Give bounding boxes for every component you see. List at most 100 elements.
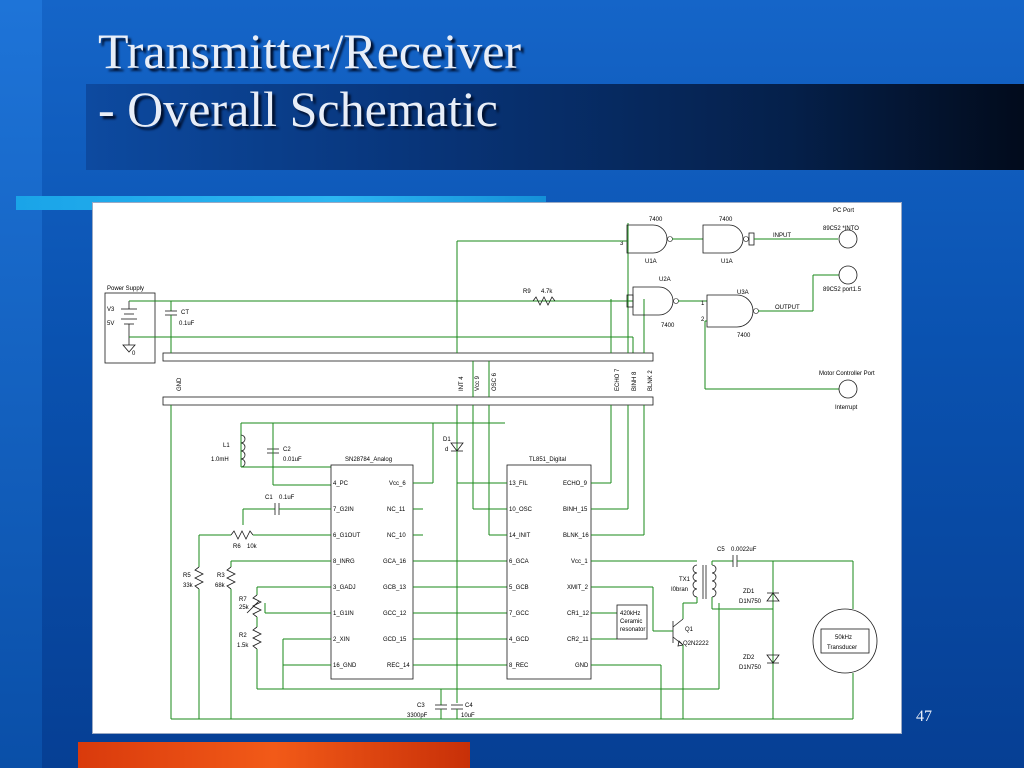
r9-value: 4.7k — [541, 289, 553, 295]
output-label: OUTPUT — [775, 305, 800, 311]
signal-bus: GND INT 4 Vcc 9 OSC 6 ECHO 7 BINH 8 BLNK… — [162, 337, 654, 406]
gate-ref: U1A — [721, 259, 733, 265]
pin-label: 3_GADJ — [333, 585, 356, 591]
pin-label: XMIT_2 — [567, 585, 589, 591]
schematic-diagram: Power Supply V3 5V 0 CT 0.1uF GND INT 4 … — [92, 202, 902, 734]
zd2-zener: ZD2 D1N750 — [739, 654, 780, 671]
pin-number: 3 — [620, 241, 624, 247]
c4-capacitor: C4 10uF — [451, 703, 475, 719]
pin-label: 4_GCD — [509, 637, 530, 643]
input-label: INPUT — [773, 233, 791, 239]
pin-label: NC_11 — [387, 507, 406, 513]
r9-ref: R9 — [523, 289, 531, 295]
zd2-ref: ZD2 — [743, 655, 755, 661]
r9-resistor: R9 4.7k — [523, 289, 556, 306]
pin-label: REC_14 — [387, 663, 410, 669]
title-line-2: - Overall Schematic — [98, 81, 498, 137]
bus-label-blnk2: BLNK 2 — [648, 370, 654, 391]
slide-title: Transmitter/Receiver - Overall Schematic — [98, 22, 521, 138]
page-number: 47 — [916, 708, 932, 725]
motor-port-label: Motor Controller Port — [819, 371, 875, 377]
pc-port-terminal-1 — [838, 229, 858, 249]
c1-value: 0.1uF — [279, 495, 295, 501]
r2-value: 1.5k — [237, 643, 249, 649]
bus-label-int4: INT 4 — [459, 376, 465, 391]
pc-port-label: PC Port — [833, 208, 854, 214]
bus-label-binh8: BINH 8 — [632, 371, 638, 391]
c1-ref: C1 — [265, 495, 273, 501]
zd1-ref: ZD1 — [743, 589, 755, 595]
pin-label: NC_10 — [387, 533, 406, 539]
pin-label: Vcc_6 — [389, 481, 406, 487]
d1-ref: D1 — [443, 437, 451, 443]
c5-capacitor: C5 0.0022uF — [712, 547, 853, 567]
tx1-transformer: TX1 I0bran — [661, 560, 717, 599]
pin-label: 6_GCA — [509, 559, 529, 565]
gate-type: 7400 — [719, 217, 733, 223]
gate-ref: U1A — [645, 259, 657, 265]
bus-label-osc6: OSC 6 — [492, 372, 498, 391]
c4-value: 10uF — [461, 713, 475, 719]
transducer-line2: Transducer — [827, 645, 857, 651]
pin-label: ECHO_9 — [563, 481, 588, 487]
pin-number: 1 — [701, 301, 705, 307]
tx1-value: I0bran — [671, 587, 688, 593]
tx1-ref: TX1 — [679, 577, 691, 583]
r3-value: 68k — [215, 583, 226, 589]
zd1-value: D1N750 — [739, 599, 762, 605]
v3-ref: V3 — [107, 307, 115, 313]
gnd-label: 0 — [132, 351, 136, 357]
motor-port-terminal — [838, 379, 858, 399]
gate-u3a: U3A 7400 1 2 — [701, 290, 759, 339]
r7-value: 25k — [239, 605, 250, 611]
r7-ref: R7 — [239, 597, 247, 603]
title-line-1: Transmitter/Receiver — [98, 23, 522, 79]
v3-value: 5V — [107, 321, 114, 327]
pin-label: 1_G1IN — [333, 611, 354, 617]
pin-label: CR2_11 — [567, 637, 589, 643]
pc-port-pin2: 89C52 port1.5 — [823, 287, 862, 293]
l1-value: 1.0mH — [211, 457, 229, 463]
pc-port-terminal-2 — [838, 265, 858, 285]
schematic-svg: Power Supply V3 5V 0 CT 0.1uF GND INT 4 … — [104, 208, 878, 720]
pin-label: 10_OSC — [509, 507, 533, 513]
pin-label: CR1_12 — [567, 611, 590, 617]
pin-label: Vcc_1 — [571, 559, 588, 565]
transducer-50khz: 50kHz Transducer — [812, 608, 878, 674]
c4-ref: C4 — [465, 703, 473, 709]
pin-label: 13_FIL — [509, 481, 528, 487]
pin-label: 8_REC — [509, 663, 529, 669]
ct-value: 0.1uF — [179, 321, 195, 327]
q1-transistor: Q1 Q2N2222 — [672, 618, 709, 647]
pin-label: 6_G1OUT — [333, 533, 361, 539]
gate-u1a-right: 7400 U1A — [702, 217, 755, 265]
left-accent-bar — [0, 0, 42, 768]
pin-label: GND — [575, 663, 589, 669]
r6-ref: R6 — [233, 544, 241, 550]
ic-sn28784-analog: SN28784_Analog 4_PC 7_G2IN 6_G1OUT 8_INR… — [330, 457, 414, 680]
pin-label: 2_XIN — [333, 637, 350, 643]
gate-type: 7400 — [661, 323, 675, 329]
bus-label-echo7: ECHO 7 — [615, 368, 621, 391]
pin-label: 4_PC — [333, 481, 349, 487]
pin-label: GCD_15 — [383, 637, 407, 643]
l1-inductor: L1 1.0mH — [211, 434, 246, 468]
gate-type: 7400 — [737, 333, 751, 339]
c2-ref: C2 — [283, 447, 291, 453]
pin-label: 8_INRG — [333, 559, 355, 565]
r6-value: 10k — [247, 544, 258, 550]
bus-label-vcc9: Vcc 9 — [475, 375, 481, 391]
orange-accent-stripe — [78, 742, 470, 768]
pin-label: 16_GND — [333, 663, 357, 669]
transducer-line1: 50kHz — [835, 635, 852, 641]
pin-label: 7_GCC — [509, 611, 530, 617]
pin-label: GCA_16 — [383, 559, 407, 565]
r3-ref: R3 — [217, 573, 225, 579]
gate-type: 7400 — [649, 217, 663, 223]
c3-value: 3300pF — [407, 713, 428, 719]
resonator-line1: 420kHz — [620, 611, 640, 617]
ic-name: TL851_Digital — [529, 457, 566, 463]
ic-name: SN28784_Analog — [345, 457, 392, 463]
power-supply-label: Power Supply — [107, 286, 144, 292]
ic-tl851-digital: TL851_Digital 13_FIL 10_OSC 14_INIT 6_GC… — [506, 457, 592, 680]
